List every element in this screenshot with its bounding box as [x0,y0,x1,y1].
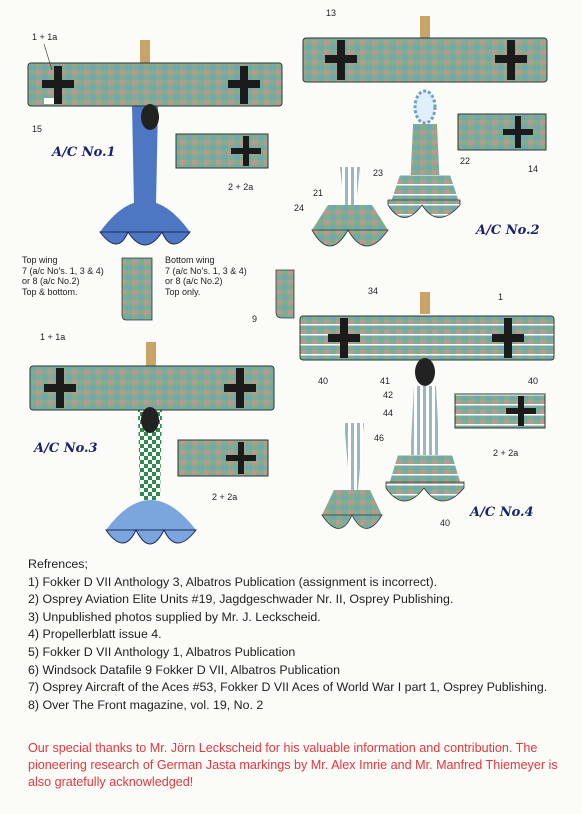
ac4-label: A/C No.4 [468,505,534,520]
reference-item: 8) Over The Front magazine, vol. 19, No.… [28,697,264,712]
reference-item: 1) Fokker D VII Anthology 3, Albatros Pu… [28,574,438,589]
callout-ac4-44: 44 [383,408,393,418]
top-wing-note-line: or 8 (a/c No.2) [22,276,80,286]
callout-ac4-46: 46 [374,433,384,443]
bottom-wing-note-line: Top only. [165,286,201,297]
callout-ac2-side: 14 [528,164,538,174]
iron-cross-left [42,66,74,104]
propeller [140,40,150,66]
references-heading: Refrences; [28,557,88,571]
aircraft-diagram: 1 + 1a 15 2 + 2a A/C No.1 13 14 22 21 23… [27,8,555,545]
reference-item: 5) Fokker D VII Anthology 1, Albatros Pu… [28,644,296,659]
callout-ac4-40a: 40 [318,376,328,386]
callout-ac4-40c: 40 [440,518,450,528]
aircraft-2: 13 14 22 21 23 24 A/C No.2 [294,8,548,247]
callout-ac1-left: 15 [32,124,42,134]
references-list: Refrences; 1) Fokker D VII Anthology 3, … [28,556,563,714]
wing-tip-samples: 9 [121,257,295,324]
callout-ac2-24: 24 [294,203,304,213]
reference-item: 4) Propellerblatt issue 4. [28,627,162,642]
callout-ac2-21: 21 [313,188,323,198]
top-wing-note-line: Top wing [22,255,58,265]
callout-ac2-22: 22 [460,156,470,166]
callout-wing-9: 9 [252,314,257,324]
callout-ac4-34: 34 [368,286,378,296]
ac3-label: A/C No.3 [32,441,98,456]
top-wing-note-line: Top & bottom. [22,286,78,297]
iron-cross-right [228,66,260,104]
callout-ac4-40b: 40 [528,376,538,386]
callout-ac1-side: 2 + 2a [228,182,253,192]
callout-ac4-side: 2 + 2a [493,448,518,458]
engine-cowl [141,104,159,130]
bottom-wing-note: Bottom wing 7 (a/c No's. 1, 3 & 4) or 8 … [165,255,247,297]
reference-item: 2) Osprey Aviation Elite Units #19, Jagd… [28,592,454,607]
callout-ac3-side: 2 + 2a [212,492,237,502]
acknowledgement-text: Our special thanks to Mr. Jörn Leckschei… [28,741,558,789]
callout-ac3-top: 1 + 1a [40,332,65,342]
callout-ac2-23: 23 [373,168,383,178]
reference-item: 6) Windsock Datafile 9 Fokker D VII, Alb… [28,662,340,677]
aircraft-1: 1 + 1a 15 2 + 2a A/C No.1 [27,32,283,246]
aircraft-3: 1 + 1a 2 + 2a A/C No.3 [29,332,275,545]
reference-item: 3) Unpublished photos supplied by Mr. J.… [28,609,321,624]
callout-ac2-top: 13 [326,8,336,18]
bottom-wing-note-line: Bottom wing [165,255,215,265]
upper-wing [27,62,283,107]
callout-ac4-41: 41 [380,376,390,386]
reference-item: 7) Osprey Aircraft of the Aces #53, Fokk… [28,680,548,695]
callout-ac4-42: 42 [383,390,393,400]
callout-ac4-1: 1 [498,292,503,302]
ac1-label: A/C No.1 [50,145,116,160]
top-wing-note-line: 7 (a/c No's. 1, 3 & 4) [22,265,104,276]
bottom-wing-note-line: or 8 (a/c No.2) [165,276,223,286]
ac2-label: A/C No.2 [474,223,540,238]
top-wing-note: Top wing 7 (a/c No's. 1, 3 & 4) or 8 (a/… [22,255,104,297]
bottom-wing-note-line: 7 (a/c No's. 1, 3 & 4) [165,265,247,276]
callout-ac1-top: 1 + 1a [32,32,57,42]
aircraft-4: 34 1 40 40 41 42 44 46 2 + 2a 40 A/C No.… [299,286,555,529]
